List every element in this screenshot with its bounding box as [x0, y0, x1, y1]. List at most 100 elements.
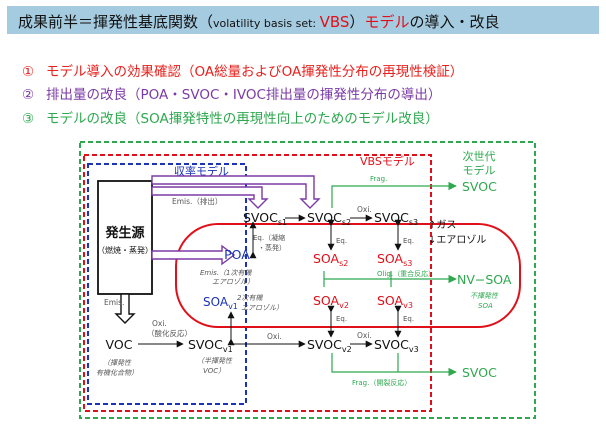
emission-arrow-svoc-s1	[151, 186, 269, 209]
bullet-1: ① モデル導入の効果確認（OA総量およびOA揮発性分布の再現性検証）	[22, 60, 463, 80]
svoc-s1-main: SVOC	[243, 210, 278, 225]
gas-phase-label: ↑ガス	[428, 219, 456, 231]
soa-s2-main: SOA	[313, 251, 340, 266]
svoc-v1-subscript: v1	[223, 345, 233, 354]
emis-poa-label-1: Emis.（1次有機	[200, 269, 253, 277]
soa-v3-main: SOA	[377, 293, 404, 308]
svoc-v1-desc-2: VOC）	[203, 367, 225, 375]
oxi-top-label: Oxi.	[357, 205, 372, 214]
emission-source-box	[97, 180, 153, 295]
soa-v1-main: SOA	[203, 295, 229, 309]
svoc-s3-label: SVOCs3	[374, 210, 418, 227]
oxi-voc-label-2: （酸化反応）	[147, 328, 192, 338]
eq-v2-label: Eq.	[336, 315, 347, 323]
soa-v3-subscript: v3	[403, 301, 413, 310]
aerosol-phase-label: ↓エアロゾル	[428, 234, 486, 246]
soa-v1-subscript: v1	[228, 302, 238, 311]
secondary-label-2: エアロゾル）	[241, 304, 283, 312]
svoc-s3-subscript: s3	[409, 218, 418, 227]
svoc-v3-subscript: v3	[409, 345, 419, 354]
soa-s3-main: SOA	[377, 251, 404, 266]
soa-s2-label: SOAs2	[313, 251, 348, 268]
title-model: モデル	[364, 13, 410, 31]
bullet-3: ③ モデルの改良（SOA揮発特性の再現性向上のためのモデル改良）	[22, 107, 439, 127]
bullet-2-number: ②	[22, 87, 35, 103]
next-gen-model-label-1: 次世代	[463, 149, 496, 163]
secondary-label-1: 2次有機	[237, 294, 263, 302]
slide-title: 成果前半＝揮発性基底関数（volatility basis set: VBS）モ…	[7, 6, 599, 34]
eq-s2-label: Eq.	[336, 237, 347, 245]
soa-s2-subscript: s2	[339, 259, 348, 268]
svoc-v1-label: SVOCv1	[188, 337, 233, 354]
svoc-v3-label: SVOCv3	[374, 337, 419, 354]
emis-poa-label-2: エアロゾル）	[212, 278, 254, 286]
svoc-s2-main: SVOC	[307, 210, 342, 225]
soa-s3-subscript: s3	[403, 259, 412, 268]
yield-model-frame	[87, 163, 247, 405]
bullet-2: ② 排出量の改良（POA・SVOC・IVOC排出量の揮発性分布の導出）	[22, 83, 441, 103]
next-gen-model-label-2: モデル	[463, 163, 496, 177]
frag-bottom-branch	[331, 353, 425, 373]
svoc-output-top: SVOC	[462, 179, 497, 194]
voc-desc-2: 有機化合物）	[96, 369, 138, 377]
svoc-v1-main: SVOC	[188, 337, 223, 352]
eq-s3-label: Eq.	[403, 237, 414, 245]
nonvolatile-label-2: SOA	[478, 302, 493, 310]
frag-bottom-label: Frag.（開裂反応）	[352, 378, 411, 387]
soa-v1-label: SOAv1	[203, 295, 238, 311]
nonvolatile-label-1: 不揮発性	[470, 292, 499, 300]
bullet-3-text: モデルの改良（SOA揮発特性の再現性向上のためのモデル改良）	[46, 111, 439, 127]
eq-poa-label-1: Eq.（凝縮	[253, 233, 285, 242]
soa-v3-label: SOAv3	[377, 293, 413, 310]
next-gen-model-frame	[79, 141, 536, 419]
title-vbs-acronym: VBS	[319, 13, 350, 31]
aerosol-phase-region	[175, 223, 521, 328]
eq-poa-label-2: ・蒸発）	[258, 243, 286, 252]
olig-label: Olig.（重合反応）	[377, 269, 435, 278]
oxi-bottom-label-1: Oxi.	[267, 332, 282, 341]
source-sublabel: （燃焼・蒸発）	[97, 245, 153, 255]
svoc-s2-label: SVOCs2	[307, 210, 351, 227]
svoc-v2-main: SVOC	[307, 337, 342, 352]
svoc-v2-subscript: v2	[342, 345, 352, 354]
soa-v2-label: SOAv2	[313, 293, 349, 310]
frag-top-branch	[331, 185, 425, 208]
eq-v3-label: Eq.	[403, 315, 414, 323]
bullet-3-number: ③	[22, 111, 35, 127]
frag-top-label: Frag.	[370, 175, 387, 183]
svoc-output-bottom: SVOC	[462, 365, 497, 380]
voc-label: VOC	[106, 337, 133, 352]
voc-desc-1: （揮発性	[103, 359, 132, 367]
svoc-s1-subscript: s1	[278, 218, 287, 227]
soa-v2-main: SOA	[313, 293, 340, 308]
yield-model-label: 収率モデル	[174, 164, 229, 178]
source-label: 発生源	[104, 225, 144, 241]
bullet-2-text: 排出量の改良（POA・SVOC・IVOC排出量の揮発性分布の導出）	[46, 87, 442, 103]
title-close-paren: ）	[349, 13, 365, 31]
nv-soa-label: NV−SOA	[457, 272, 512, 287]
vbs-model-frame	[83, 154, 432, 412]
svoc-s1-label: SVOCs1	[243, 210, 287, 227]
emission-arrow-poa	[151, 244, 236, 266]
svoc-v1-desc-1: （半揮発性	[197, 357, 233, 365]
vbs-model-label: VBSモデル	[360, 154, 415, 168]
title-vbs-english: volatility basis set:	[213, 17, 320, 30]
oxi-bottom-label-2: Oxi.	[357, 331, 372, 340]
title-rest: の導入・改良	[409, 13, 500, 31]
svoc-v3-main: SVOC	[374, 337, 409, 352]
svoc-v2-label: SVOCv2	[307, 337, 352, 354]
emis-voc-label: Emis.	[104, 298, 124, 307]
poa-label: POA	[224, 247, 250, 262]
emission-arrow-voc	[114, 293, 136, 324]
soa-s3-label: SOAs3	[377, 251, 412, 268]
emission-arrow-svoc-s2	[151, 175, 321, 209]
svoc-s2-subscript: s2	[342, 218, 351, 227]
svoc-s3-main: SVOC	[374, 210, 409, 225]
soa-v2-subscript: v2	[339, 301, 349, 310]
emis-top-label: Emis.（排出）	[172, 196, 222, 206]
bullet-1-text: モデル導入の効果確認（OA総量およびOA揮発性分布の再現性検証）	[46, 64, 464, 80]
bullet-1-number: ①	[22, 64, 35, 80]
oxi-voc-label-1: Oxi.	[152, 319, 167, 328]
title-main: 成果前半＝揮発性基底関数（	[18, 13, 214, 31]
